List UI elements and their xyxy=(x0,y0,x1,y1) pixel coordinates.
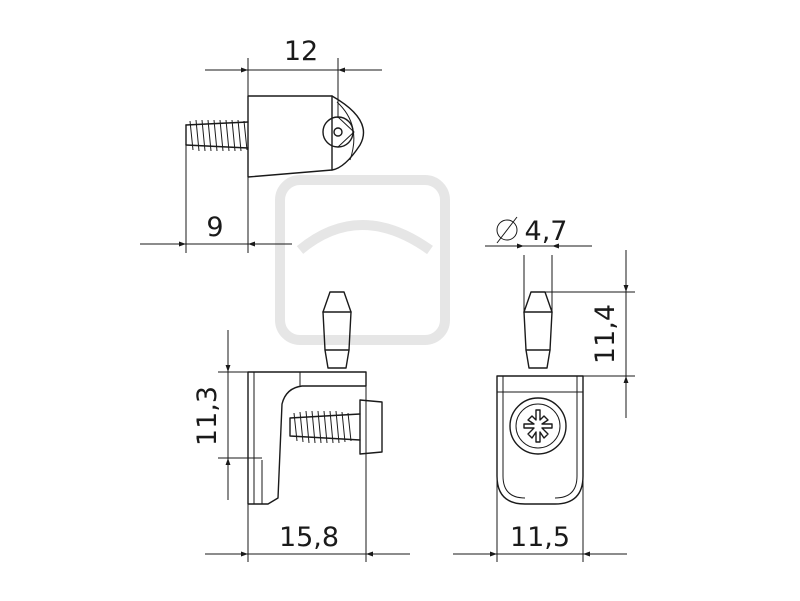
diameter-icon xyxy=(496,216,518,244)
side-view-bracket xyxy=(247,371,367,505)
dimension-pin-diameter: 4,7 xyxy=(485,216,592,312)
dimension-side-width: 15,8 xyxy=(205,386,410,562)
dim-label-9: 9 xyxy=(206,212,223,243)
front-view: 4,7 11,4 11,5 xyxy=(453,216,635,562)
dim-label-4-7: 4,7 xyxy=(525,216,568,247)
watermark-logo xyxy=(275,175,450,345)
dim-label-15-8: 15,8 xyxy=(279,522,339,553)
top-view: 12 9 xyxy=(140,36,382,253)
dimension-side-height: 11,3 xyxy=(192,330,262,500)
dimension-top-width: 12 xyxy=(205,36,382,118)
side-view-screw xyxy=(289,399,383,455)
dim-label-12: 12 xyxy=(284,36,318,67)
side-view-pin xyxy=(322,291,352,369)
phillips-screw-head-icon xyxy=(509,397,567,455)
top-view-body xyxy=(247,95,365,178)
dimension-pin-height: 11,4 xyxy=(545,250,635,418)
front-view-pin xyxy=(523,291,553,369)
side-view: 11,3 15,8 xyxy=(192,291,410,562)
top-view-screw xyxy=(185,119,249,152)
dim-label-11-3: 11,3 xyxy=(192,386,223,446)
dimension-screw-length: 9 xyxy=(140,145,292,253)
dim-label-11-4: 11,4 xyxy=(590,304,621,364)
dimension-front-width: 11,5 xyxy=(453,476,627,562)
dim-label-11-5: 11,5 xyxy=(510,522,570,553)
